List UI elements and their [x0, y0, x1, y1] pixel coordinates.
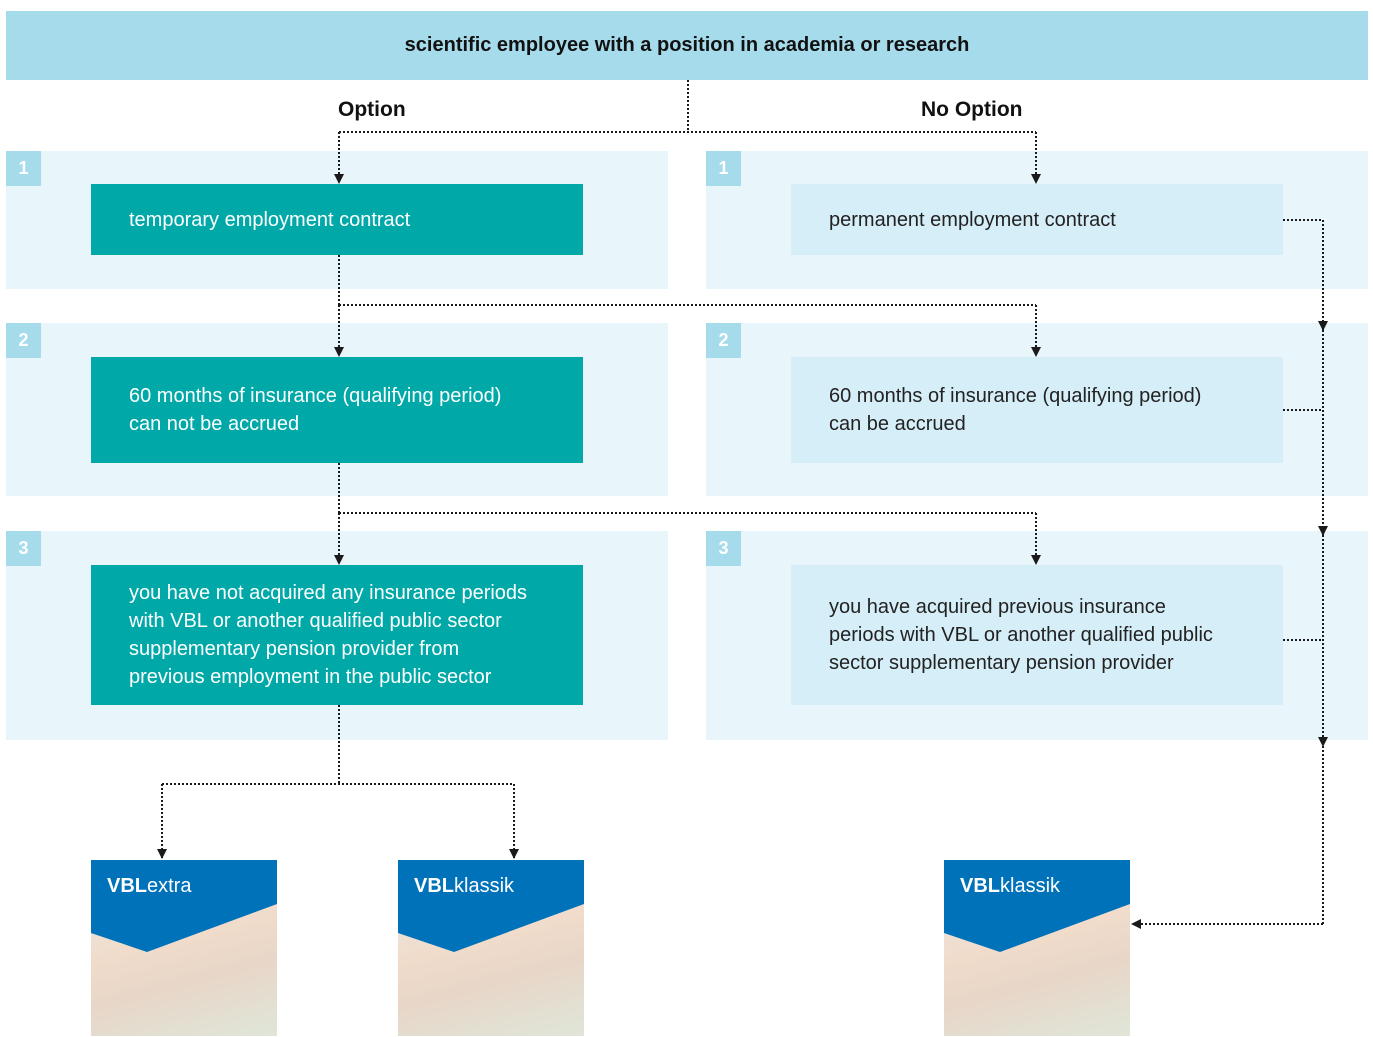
permanent-contract-box: permanent employment contract — [791, 184, 1283, 255]
no-option-step-3-number: 3 — [706, 531, 741, 566]
option-column-label: Option — [338, 98, 406, 121]
card-brand: VBL — [960, 875, 1000, 897]
vbl-extra-card-title: VBLextra — [107, 875, 191, 898]
box-text-line: sector supplementary pension provider — [829, 652, 1174, 674]
temporary-contract-box: temporary employment contract — [91, 184, 583, 255]
connector-header-split — [339, 80, 1036, 133]
box-text-line: supplementary pension provider from — [129, 638, 460, 660]
no-option-column-label: No Option — [921, 98, 1023, 121]
no-option-step-1-number: 1 — [706, 151, 741, 186]
no-option-step-2-number: 2 — [706, 323, 741, 358]
option-step-3-number: 3 — [6, 531, 41, 566]
no-previous-insurance-periods-box: you have not acquired any insurance peri… — [91, 565, 583, 705]
vbl-extra-card: VBLextra — [91, 860, 277, 1036]
box-text-line: 60 months of insurance (qualifying perio… — [129, 385, 502, 407]
box-text-line: can not be accrued — [129, 413, 300, 435]
previous-insurance-periods-box: you have acquired previous insurance per… — [791, 565, 1283, 705]
box-text-line: permanent employment contract — [829, 208, 1116, 231]
connector-to-cards — [162, 705, 514, 785]
option-step-2-number: 2 — [6, 323, 41, 358]
box-text-line: periods with VBL or another qualified pu… — [829, 624, 1213, 646]
card-banner-shape — [91, 860, 277, 952]
vbl-klassik-option-card: VBLklassik — [398, 860, 584, 1036]
card-brand: VBL — [107, 875, 147, 897]
card-banner-shape — [944, 860, 1130, 952]
qualifying-period-not-accrued-box: 60 months of insurance (qualifying perio… — [91, 357, 583, 463]
box-text-line: previous employment in the public sector — [129, 666, 492, 688]
card-banner-shape — [398, 860, 584, 952]
card-product: extra — [147, 875, 192, 897]
option-step-1-number: 1 — [6, 151, 41, 186]
vbl-klassik-no-option-card-title: VBLklassik — [960, 875, 1060, 898]
vbl-klassik-no-option-card: VBLklassik — [944, 860, 1130, 1036]
box-text-line: 60 months of insurance (qualifying perio… — [829, 385, 1202, 407]
card-product: klassik — [1000, 875, 1061, 897]
diagram-title-text: scientific employee with a position in a… — [404, 34, 970, 56]
box-text-line: you have not acquired any insurance peri… — [129, 582, 528, 604]
card-brand: VBL — [414, 875, 454, 897]
card-product: klassik — [454, 875, 515, 897]
box-text-line: you have acquired previous insurance — [829, 596, 1166, 618]
connector-row1-split — [338, 255, 1036, 306]
diagram-title: scientific employee with a position in a… — [6, 11, 1368, 80]
connector-row2-split — [338, 463, 1036, 514]
box-text-line: temporary employment contract — [129, 208, 411, 231]
vbl-klassik-option-card-title: VBLklassik — [414, 875, 514, 898]
box-text-line: can be accrued — [829, 413, 966, 435]
box-text-line: with VBL or another qualified public sec… — [129, 610, 502, 632]
qualifying-period-accrued-box: 60 months of insurance (qualifying perio… — [791, 357, 1283, 463]
